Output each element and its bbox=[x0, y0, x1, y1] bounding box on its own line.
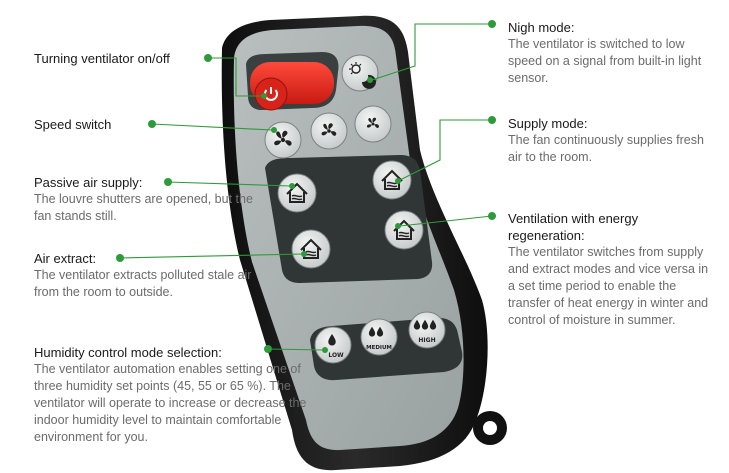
callout-dot-extract bbox=[116, 254, 124, 262]
callout-speed-heading: Speed switch bbox=[34, 117, 112, 132]
leader-lines bbox=[119, 23, 493, 351]
passive-air-supply-button[interactable] bbox=[277, 173, 317, 213]
callout-dot-speed bbox=[148, 120, 156, 128]
callout-supply: Supply mode: The fan continuously suppli… bbox=[508, 115, 718, 166]
callout-dot-passive bbox=[164, 178, 172, 186]
callout-night: Nigh mode: The ventilator is switched to… bbox=[508, 19, 718, 87]
callout-regen-description: The ventilator switches from supply and … bbox=[508, 245, 709, 327]
humidity-medium-button[interactable] bbox=[360, 318, 398, 356]
humidity-high-label: HIGH bbox=[418, 337, 435, 344]
callout-supply-heading: Supply mode: bbox=[508, 116, 588, 131]
air-extract-button[interactable] bbox=[291, 229, 331, 269]
callout-power: Turning ventilator on/off bbox=[34, 50, 214, 67]
callout-humidity-description: The ventilator automation enables settin… bbox=[34, 362, 307, 444]
callout-speed: Speed switch bbox=[34, 116, 164, 133]
callout-dot-supply bbox=[488, 116, 496, 124]
callout-dot-power bbox=[204, 54, 212, 62]
callout-extract: Air extract: The ventilator extracts pol… bbox=[34, 250, 264, 301]
callout-regen-heading: Ventilation with energy regeneration: bbox=[508, 211, 639, 243]
callout-night-heading: Nigh mode: bbox=[508, 20, 575, 35]
humidity-medium-label: MEDIUM bbox=[366, 345, 392, 351]
humidity-low-label: LOW bbox=[328, 352, 344, 359]
callout-power-heading: Turning ventilator on/off bbox=[34, 51, 170, 66]
callout-regen: Ventilation with energy regeneration: Th… bbox=[508, 210, 718, 329]
callout-dot-regen bbox=[488, 212, 496, 220]
energy-regeneration-button[interactable] bbox=[384, 210, 424, 250]
leader-end-dots bbox=[261, 77, 401, 353]
callout-dot-humidity bbox=[264, 345, 272, 353]
callout-passive-heading: Passive air supply: bbox=[34, 175, 143, 190]
humidity-high-button[interactable] bbox=[408, 311, 446, 349]
callout-night-description: The ventilator is switched to low speed … bbox=[508, 37, 702, 85]
callout-humidity-heading: Humidity control mode selection: bbox=[34, 345, 222, 360]
callout-passive-description: The louvre shutters are opened, but the … bbox=[34, 192, 253, 223]
supply-mode-button[interactable] bbox=[372, 160, 412, 200]
lanyard-hole bbox=[483, 421, 497, 435]
callout-supply-description: The fan continuously supplies fresh air … bbox=[508, 133, 704, 164]
callout-humidity: Humidity control mode selection: The ven… bbox=[34, 344, 309, 446]
callout-extract-description: The ventilator extracts polluted stale a… bbox=[34, 268, 252, 299]
power-icon bbox=[264, 87, 278, 101]
callout-dot-night bbox=[488, 20, 496, 28]
callout-extract-heading: Air extract: bbox=[34, 251, 97, 266]
callout-passive: Passive air supply: The louvre shutters … bbox=[34, 174, 254, 225]
